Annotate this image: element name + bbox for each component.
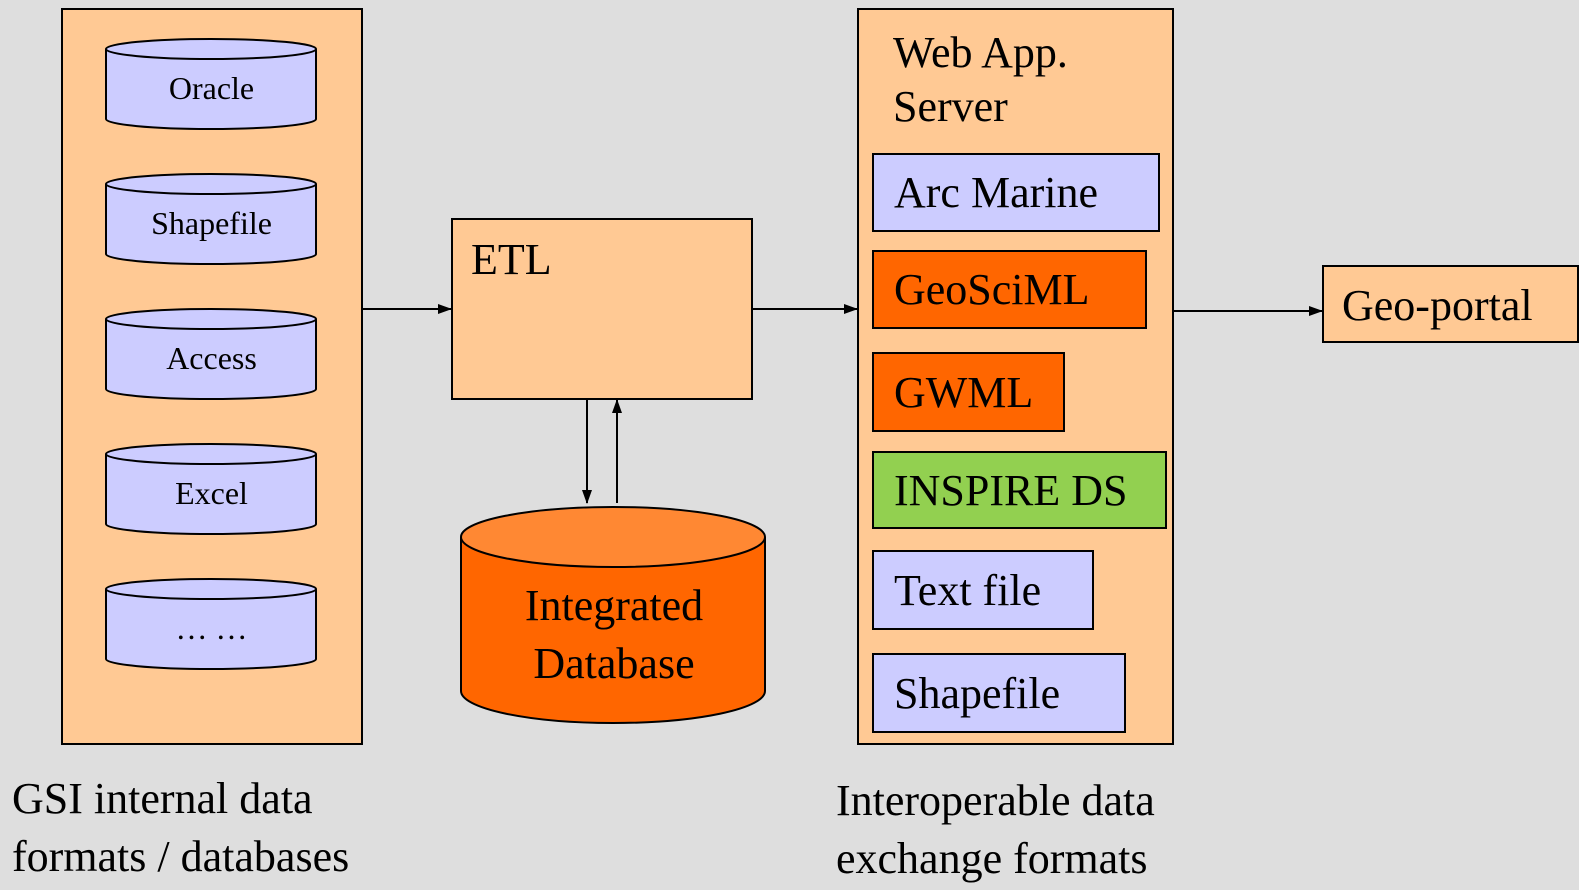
format-arc-marine: Arc Marine: [872, 153, 1160, 232]
caption-line: Interoperable data: [836, 776, 1155, 825]
source-cylinder-shapefile: Shapefile: [104, 172, 319, 267]
format-geosciml: GeoSciML: [872, 250, 1147, 329]
source-cylinder-oracle: Oracle: [104, 37, 319, 132]
server-title: Web App. Server: [893, 26, 1068, 134]
caption-line: GSI internal data: [12, 774, 313, 823]
format-gwml: GWML: [872, 352, 1065, 432]
integrated-database-cylinder: Integrated Database: [459, 505, 769, 725]
caption-line: exchange formats: [836, 834, 1148, 883]
caption-line: formats / databases: [12, 832, 350, 881]
source-cylinder-more: … …: [104, 577, 319, 672]
source-cylinder-access: Access: [104, 307, 319, 402]
etl-box: ETL: [451, 218, 753, 400]
interoperable-caption: Interoperable data exchange formats: [836, 772, 1155, 888]
format-label: GWML: [894, 367, 1034, 417]
database-label-line1: Integrated: [524, 581, 704, 630]
format-label: GeoSciML: [894, 265, 1090, 314]
format-label: Arc Marine: [894, 168, 1099, 217]
database-label-line2: Database: [533, 639, 695, 688]
internal-data-caption: GSI internal data formats / databases: [12, 770, 349, 886]
source-label: Excel: [175, 475, 248, 511]
source-cylinder-excel: Excel: [104, 442, 319, 537]
format-text-file: Text file: [872, 550, 1094, 630]
database-label: Integrated Database: [459, 577, 769, 693]
format-shapefile: Shapefile: [872, 653, 1126, 733]
geo-portal-box: Geo-portal: [1322, 265, 1579, 343]
server-title-line1: Web App.: [893, 28, 1068, 77]
source-label: … …: [175, 610, 248, 646]
geo-portal-label: Geo-portal: [1342, 281, 1533, 330]
format-label: INSPIRE DS: [894, 465, 1128, 515]
source-label: Shapefile: [151, 205, 272, 241]
etl-label: ETL: [471, 235, 552, 284]
server-title-line2: Server: [893, 82, 1008, 131]
source-label: Oracle: [168, 70, 255, 106]
source-label: Access: [166, 340, 257, 376]
format-label: Text file: [894, 565, 1042, 615]
format-inspire-ds: INSPIRE DS: [872, 451, 1167, 529]
format-label: Shapefile: [894, 668, 1061, 718]
